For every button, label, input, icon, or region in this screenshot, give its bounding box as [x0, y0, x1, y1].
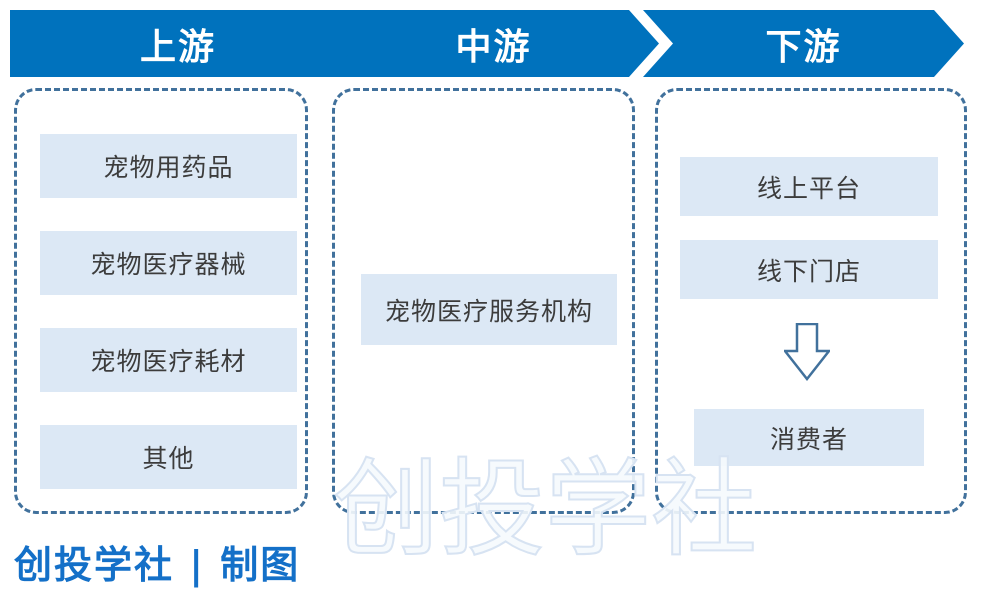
item-label: 宠物用药品 — [103, 154, 234, 182]
upstream-item-medical-consumables: 宠物医疗耗材 — [40, 328, 297, 392]
item-label: 线下门店 — [756, 257, 861, 286]
stage-banner-midstream: 中游 — [328, 10, 659, 77]
down-arrow-icon — [784, 323, 830, 381]
upstream-item-other: 其他 — [40, 425, 297, 489]
stage-banner-upstream: 上游 — [10, 10, 364, 77]
downstream-container — [655, 88, 967, 514]
stage-label-downstream: 下游 — [765, 25, 842, 67]
item-label: 宠物医疗耗材 — [90, 348, 247, 376]
stage-label-midstream: 中游 — [455, 25, 532, 67]
item-label: 线上平台 — [756, 174, 861, 203]
item-label: 宠物医疗器械 — [90, 251, 247, 279]
item-label: 宠物医疗服务机构 — [384, 297, 593, 326]
credit-text: 创投学社 | 制图 — [14, 542, 301, 587]
upstream-item-medical-devices: 宠物医疗器械 — [40, 231, 297, 295]
midstream-container — [332, 88, 635, 514]
stage-banner-downstream: 下游 — [643, 10, 964, 77]
downstream-terminal-consumer: 消费者 — [694, 409, 924, 466]
upstream-item-pet-drugs: 宠物用药品 — [40, 134, 297, 198]
item-label: 消费者 — [769, 425, 848, 454]
upstream-container — [14, 88, 308, 514]
item-label: 其他 — [142, 445, 195, 473]
downstream-item-online-platform: 线上平台 — [680, 157, 938, 216]
stage-label-upstream: 上游 — [139, 25, 216, 67]
midstream-item-medical-service-providers: 宠物医疗服务机构 — [361, 274, 617, 345]
downstream-item-offline-store: 线下门店 — [680, 240, 938, 299]
